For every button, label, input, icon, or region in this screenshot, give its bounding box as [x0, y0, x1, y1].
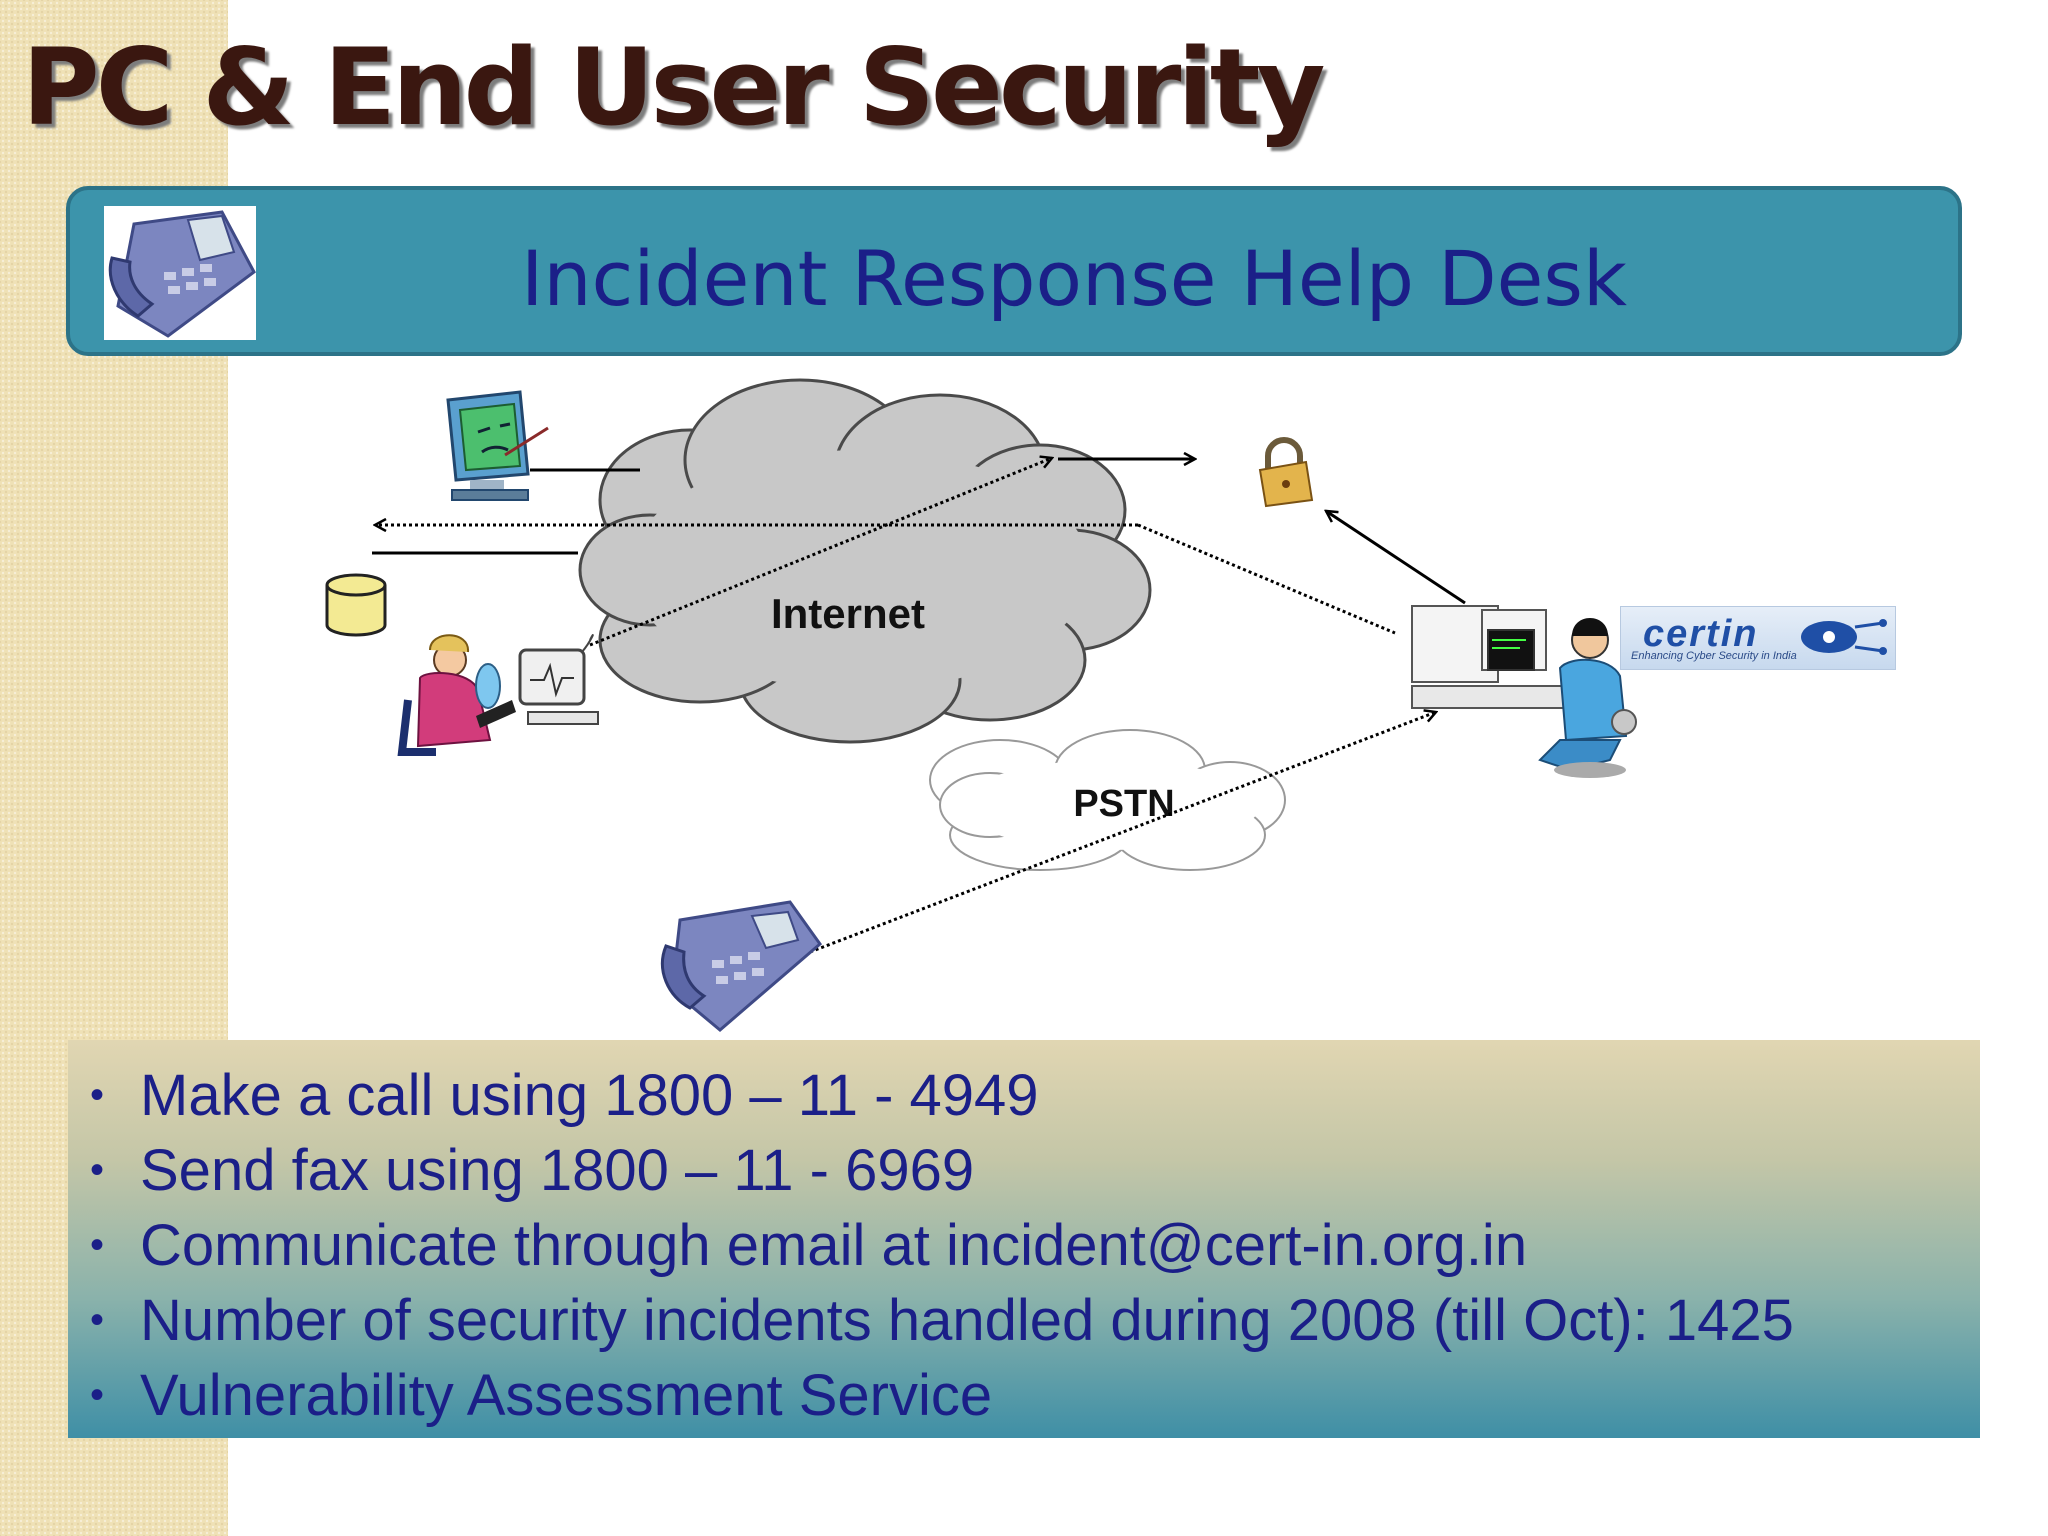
network-node-icon [1801, 619, 1887, 655]
lock-icon [1258, 437, 1314, 508]
dotted-link-helpdesk [1137, 523, 1396, 635]
internet-cloud [578, 378, 1152, 744]
logo-subtext: Enhancing Cyber Security in India [1631, 650, 1797, 662]
bullet-text: Send fax using 1800 – 11 - 6969 [140, 1138, 975, 1203]
logo-text: certin [1643, 613, 1759, 655]
bullet-text: Make a call using 1800 – 11 - 4949 [140, 1063, 1039, 1128]
dotted-arrow-user-internet [589, 458, 1052, 647]
dotted-arrow-phone [809, 712, 1436, 954]
internet-label: Internet [771, 590, 925, 637]
section-banner: Incident Response Help Desk [66, 186, 1962, 356]
list-item: •Vulnerability Assessment Service [90, 1363, 993, 1428]
help-desk-operator-icon [1411, 605, 1637, 778]
help-desk-info-list: •Make a call using 1800 – 11 - 4949 •Sen… [68, 1040, 1980, 1438]
list-item: •Communicate through email at incident@c… [90, 1213, 1528, 1278]
network-diagram: Internet PSTN [325, 378, 1637, 1032]
list-item: •Make a call using 1800 – 11 - 4949 [90, 1063, 1039, 1128]
database-icon [325, 573, 387, 637]
pstn-cloud [929, 729, 1286, 871]
end-user-icon [397, 634, 599, 756]
cert-in-logo: certin Enhancing Cyber Security in India [1620, 606, 1896, 670]
banner-title: Incident Response Help Desk [520, 234, 1628, 323]
bullet-text: Communicate through email at incident@ce… [140, 1213, 1528, 1278]
bullet-text: Number of security incidents handled dur… [140, 1288, 1794, 1353]
list-item: •Send fax using 1800 – 11 - 6969 [90, 1138, 975, 1203]
solid-arrow-lock [1326, 511, 1466, 605]
list-item: •Number of security incidents handled du… [90, 1288, 1794, 1353]
telephone-icon [660, 900, 823, 1032]
slide-title: PC & End User Security [22, 26, 1326, 149]
telephone-icon [104, 206, 256, 340]
infected-computer-icon [446, 390, 549, 501]
bullet-text: Vulnerability Assessment Service [140, 1363, 993, 1428]
